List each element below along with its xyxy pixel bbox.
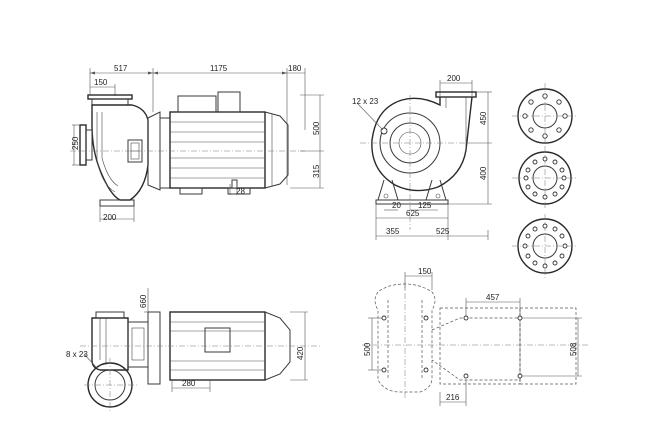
flange-detail-views <box>512 83 578 278</box>
dim-420: 420 <box>296 346 305 360</box>
dim-660: 660 <box>139 294 148 308</box>
dim-28: 28 <box>236 187 245 196</box>
dim-500-side: 500 <box>312 121 321 135</box>
dim-125: 125 <box>418 201 432 210</box>
dim-216: 216 <box>446 393 460 402</box>
dim-250: 250 <box>71 136 80 150</box>
dim-355: 355 <box>386 227 400 236</box>
dim-315: 315 <box>312 164 321 178</box>
dim-150-side: 150 <box>94 78 108 87</box>
dim-180: 180 <box>288 64 302 73</box>
top-plan-view: 660 8 x 23 420 280 <box>66 288 320 412</box>
dim-500-base: 500 <box>363 342 372 356</box>
dim-508: 508 <box>569 342 578 356</box>
dim-400: 400 <box>479 166 488 180</box>
dim-200-side: 200 <box>103 213 117 222</box>
dim-8x23: 8 x 23 <box>66 350 88 359</box>
dim-625: 625 <box>406 209 420 218</box>
dim-280: 280 <box>182 379 196 388</box>
dim-450: 450 <box>479 111 488 125</box>
dim-1175: 1175 <box>210 64 228 73</box>
dim-517: 517 <box>114 64 128 73</box>
dim-150-base: 150 <box>418 267 432 276</box>
dim-200-front: 200 <box>447 74 461 83</box>
dim-12x23: 12 x 23 <box>352 97 379 106</box>
flange-detail-1 <box>512 83 578 149</box>
dim-457: 457 <box>486 293 500 302</box>
front-elevation-view: 200 12 x 23 450 400 20 125 625 <box>352 74 492 240</box>
dim-525: 525 <box>436 227 450 236</box>
dim-20: 20 <box>392 201 401 210</box>
baseplate-plan-view: 150 457 500 508 216 <box>362 267 588 406</box>
flange-detail-2 <box>512 147 578 209</box>
flange-detail-3 <box>512 214 578 278</box>
side-elevation-view: 517 1175 180 150 250 <box>70 64 324 222</box>
